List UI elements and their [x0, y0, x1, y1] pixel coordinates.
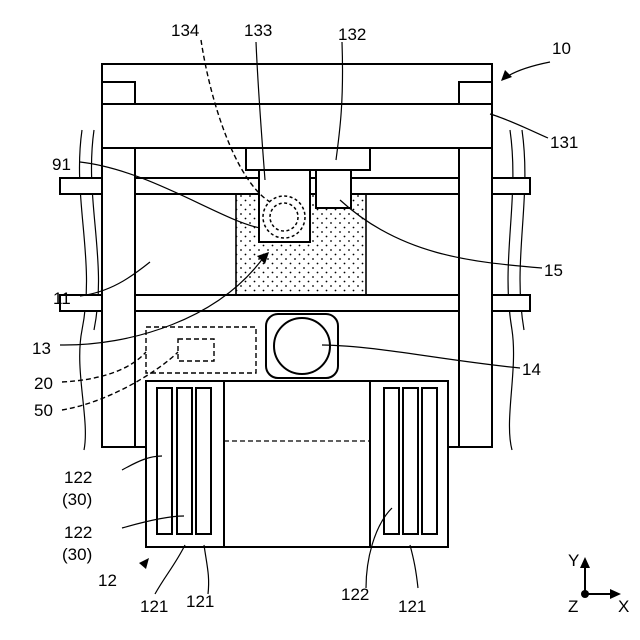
corner-block-left	[102, 82, 135, 104]
label-30-b: (30)	[62, 545, 92, 564]
label-13: 13	[32, 339, 51, 358]
memory-region	[178, 339, 214, 361]
label-122-c: 122	[341, 585, 369, 604]
label-30-a: (30)	[62, 490, 92, 509]
label-121-c: 121	[398, 597, 426, 616]
label-10: 10	[552, 39, 571, 58]
label-121-b: 121	[186, 592, 214, 611]
label-133: 133	[244, 21, 272, 40]
label-122-a: 122	[64, 468, 92, 487]
camera-lens	[274, 318, 330, 374]
left-lane-strip-1	[157, 388, 172, 534]
arrowhead-12	[139, 558, 149, 569]
label-131: 131	[550, 133, 578, 152]
carriage	[246, 148, 370, 170]
label-11: 11	[53, 289, 71, 308]
left-lane-strip-2	[177, 388, 192, 534]
axis-label-x: X	[618, 597, 629, 616]
axes-indicator	[580, 557, 621, 599]
right-column	[459, 104, 492, 447]
label-14: 14	[522, 360, 541, 379]
arrowhead-10	[501, 70, 512, 81]
axis-label-y: Y	[568, 551, 579, 570]
label-121-a: 121	[140, 597, 168, 616]
label-134: 134	[171, 21, 199, 40]
label-91: 91	[52, 155, 71, 174]
sensor-block	[316, 170, 351, 208]
gantry-beam	[102, 104, 492, 148]
controller-region	[146, 327, 256, 373]
right-lane-strip-3	[422, 388, 437, 534]
right-lane-strip-1	[384, 388, 399, 534]
axis-label-z: Z	[568, 597, 578, 616]
left-lane-strip-3	[196, 388, 211, 534]
label-20: 20	[34, 374, 53, 393]
right-lane-strip-2	[403, 388, 418, 534]
label-12: 12	[98, 571, 117, 590]
label-50: 50	[34, 401, 53, 420]
left-column	[102, 104, 135, 447]
label-15: 15	[544, 261, 563, 280]
corner-block-right	[459, 82, 492, 104]
label-122-b: 122	[64, 523, 92, 542]
label-132: 132	[338, 25, 366, 44]
